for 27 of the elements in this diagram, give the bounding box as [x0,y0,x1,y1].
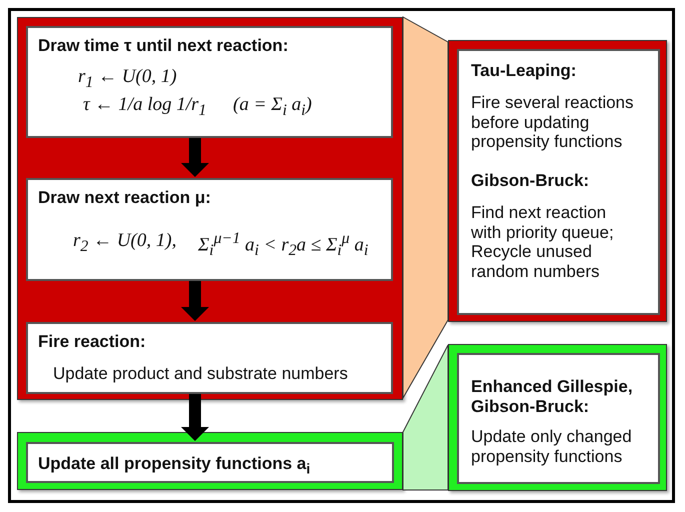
process-box [26,178,393,281]
process-box [26,322,393,394]
box-text: Update product and substrate numbers [53,364,348,384]
formula: Σ$_{i}$$^{μ−1}$ a$_{i}$ < r$_{2}$a ≤ Σ$_{i}$$^{μ}$ a$_{i}$ [198,230,368,260]
process-box [457,353,660,484]
arrow [181,393,209,441]
formula: (a = Σ$_{i}$ a$_{i}$) [233,94,312,120]
group-panel [17,17,403,400]
process-box [26,442,394,483]
box-heading: Gibson-Bruck: [471,171,590,191]
box-text: Fire several reactions before updating propensity functions [471,93,635,152]
formula: r$_{2}$ ← U(0, 1), [73,230,176,256]
arrow [181,280,209,321]
group-panel [448,344,667,491]
process-box [26,26,393,138]
box-heading: Draw time τ until next reaction: [38,36,288,56]
box-heading: Update all propensity functions a$_{i}$ [38,454,310,478]
box-heading: Enhanced Gillespie, Gibson-Bruck: [471,377,634,416]
box-heading: Draw next reaction μ: [38,188,211,208]
formula: r$_{1}$ ← U(0, 1) [78,66,177,92]
group-panel [17,432,403,490]
box-heading: Fire reaction: [38,332,146,352]
box-text: Update only changed propensity functions [471,427,633,466]
box-text: Find next reaction with priority queue; Recycle unused random numbers [471,203,615,282]
arrow [181,137,209,177]
formula: τ ← 1/a log 1/r$_{1}$ [83,94,206,120]
box-heading: Tau-Leaping: [471,61,578,81]
